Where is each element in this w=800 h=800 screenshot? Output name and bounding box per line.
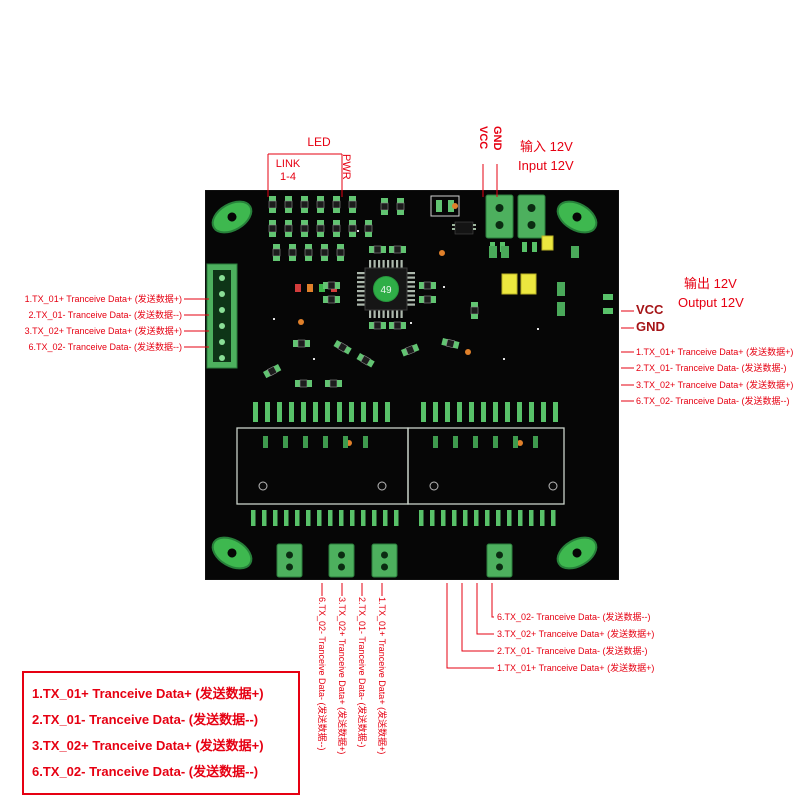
bottom-right-pin-lines [446, 583, 494, 669]
left-connector [206, 263, 238, 369]
pin-label-right-1: 1.TX_01+ Tranceive Data+ (发送数据+) [636, 347, 794, 357]
vcc-right-label: VCC [636, 302, 664, 317]
vcc-top-label: VCC [477, 126, 489, 150]
pin-label-right-2: 2.TX_01- Tranceive Data- (发送数据-) [636, 363, 787, 373]
vcc-gnd-right-lines [621, 310, 634, 329]
gnd-right-label: GND [636, 319, 665, 334]
pinout-legend-box: 1.TX_01+ Tranceive Data+ (发送数据+) 2.TX_01… [22, 671, 300, 795]
pin-label-left-1: 1.TX_01+ Tranceive Data+ (发送数据+) [24, 294, 182, 304]
pin-label-right-4: 6.TX_02- Tranceive Data- (发送数据--) [636, 396, 790, 406]
pin-label-right-3: 3.TX_02+ Tranceive Data+ (发送数据+) [636, 380, 794, 390]
pin-label-left-2: 2.TX_01- Tranceive Data- (发送数据--) [28, 310, 182, 320]
legend-line-1: 1.TX_01+ Tranceive Data+ (发送数据+) [32, 686, 264, 701]
misc-components [273, 195, 613, 446]
pin-label-left-3: 3.TX_02+ Tranceive Data+ (发送数据+) [24, 326, 182, 336]
legend-line-2: 2.TX_01- Tranceive Data- (发送数据--) [32, 712, 259, 727]
link-label: LINK 1-4 [269, 158, 307, 184]
link-label-line2: 1-4 [280, 171, 296, 183]
link-label-line1: LINK [275, 158, 301, 170]
pin-label-bottom-right-3: 2.TX_01- Tranceive Data- (发送数据-) [497, 646, 648, 656]
chip-marking: 49 [380, 285, 392, 296]
pcb-graphic: 49 [204, 189, 620, 581]
legend-line-3: 3.TX_02+ Tranceive Data+ (发送数据+) [32, 738, 264, 753]
pin-label-left-4: 6.TX_02- Tranceive Data- (发送数据--) [28, 342, 182, 352]
pwr-label: PWR [340, 154, 352, 180]
right-pin-lines [621, 351, 634, 402]
pin-label-bottom-vertical-1: 6.TX_02- Tranceive Data- (发送数据--) [317, 597, 327, 751]
pin-label-bottom-vertical-3: 2.TX_01- Tranceive Data- (发送数据-) [357, 597, 367, 748]
bottom-vertical-pin-lines [321, 583, 383, 596]
pin-label-bottom-right-1: 6.TX_02- Tranceive Data- (发送数据--) [497, 612, 651, 622]
input-12v-cn-label: 输入 12V [520, 139, 573, 154]
pin-label-bottom-vertical-4: 1.TX_01+ Tranceive Data+ (发送数据+) [377, 597, 387, 755]
rj45-footprints [236, 427, 565, 505]
led-label: LED [307, 135, 331, 149]
legend-line-4: 6.TX_02- Tranceive Data- (发送数据--) [32, 764, 259, 779]
main-chip: 49 [357, 260, 415, 318]
gnd-top-label: GND [491, 126, 503, 151]
output-12v-cn-label: 输出 12V [684, 276, 737, 291]
output-12v-en-label: Output 12V [678, 295, 744, 310]
pcb-board: 49 [204, 189, 620, 581]
pin-label-bottom-right-2: 3.TX_02+ Tranceive Data+ (发送数据+) [497, 629, 655, 639]
pin-label-bottom-vertical-2: 3.TX_02+ Tranceive Data+ (发送数据+) [337, 597, 347, 755]
pin-label-bottom-right-4: 1.TX_01+ Tranceive Data+ (发送数据+) [497, 663, 655, 673]
input-12v-en-label: Input 12V [518, 158, 574, 173]
